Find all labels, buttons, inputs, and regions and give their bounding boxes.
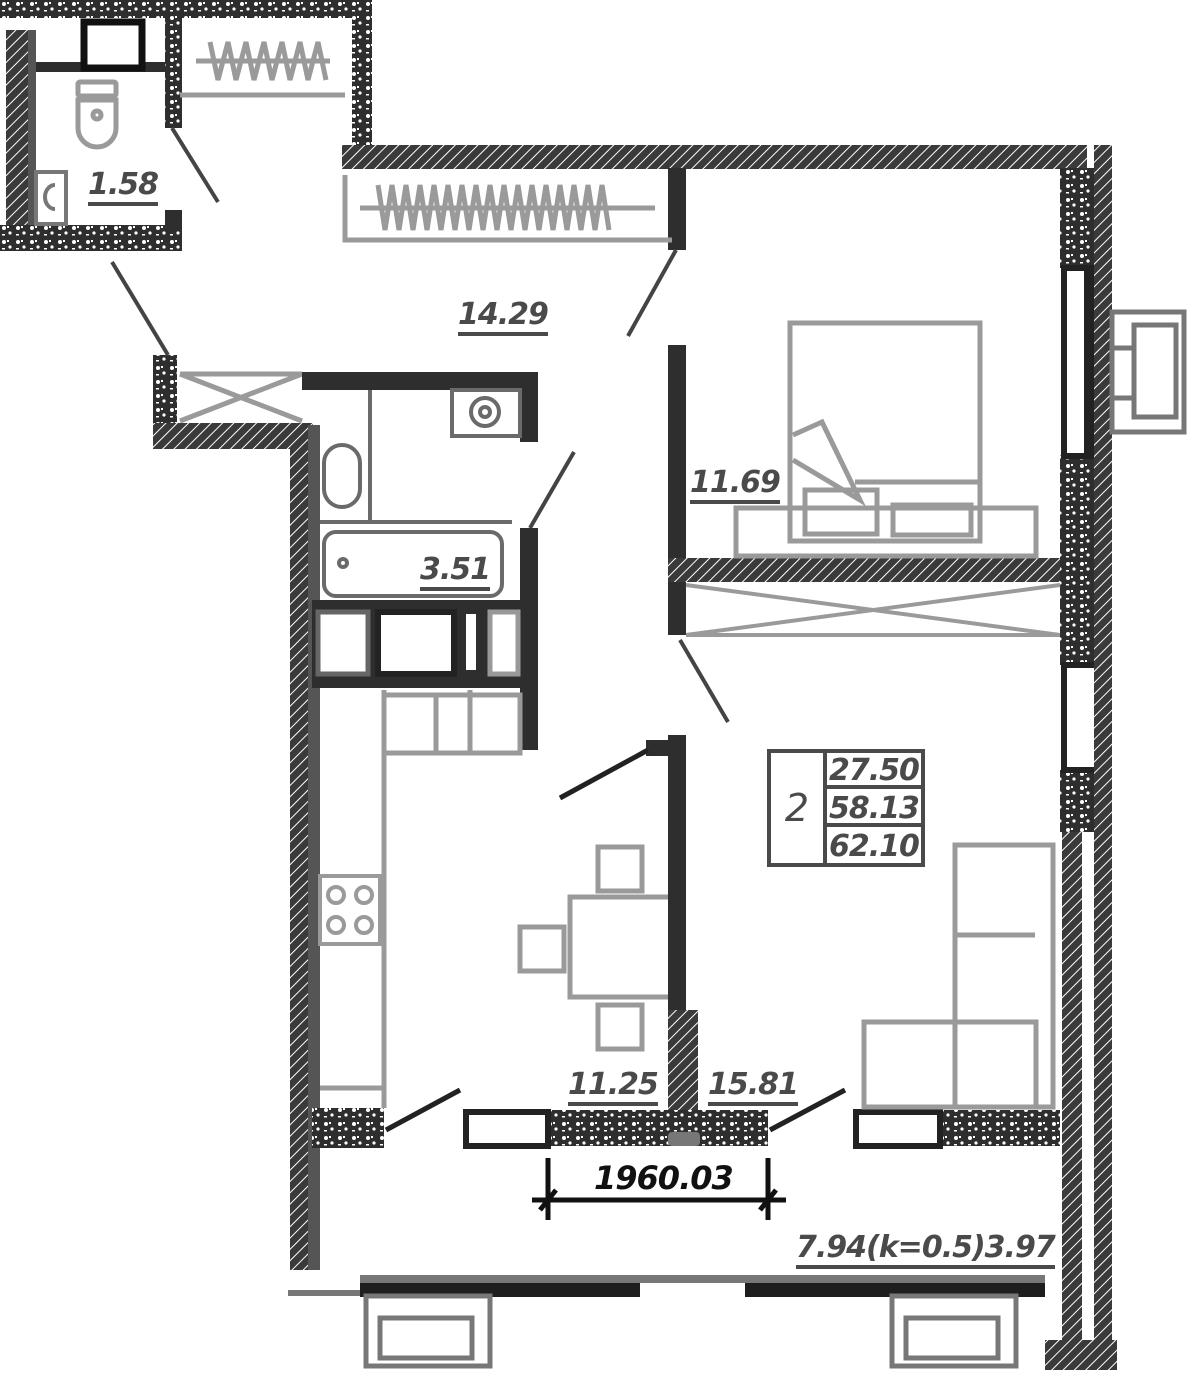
closet-hall (342, 175, 672, 243)
hall-doors (110, 249, 678, 530)
shaft-cross (179, 371, 303, 424)
bedroom-door (678, 638, 730, 724)
wc-area-label: 1.58 (88, 170, 159, 206)
boiler-fixture (34, 170, 68, 226)
hall-walls (153, 145, 1087, 449)
kitchen-doors (384, 747, 847, 1133)
wc-walls (0, 0, 372, 251)
dining-table (517, 844, 675, 1052)
loggia-sills (363, 1293, 1019, 1369)
bedroom-window-sill (1109, 309, 1187, 435)
toilet-fixture (75, 79, 119, 150)
bathroom-fixtures (320, 388, 522, 598)
total-area: 58.13 (827, 791, 925, 827)
kitchen-furniture (320, 690, 523, 1108)
area-summary-table: 2 27.50 58.13 62.10 (767, 749, 925, 867)
bedroom-area-label: 11.69 (690, 468, 781, 504)
total-area-with-loggia: 62.10 (829, 829, 920, 864)
loggia (288, 1275, 1117, 1370)
wardrobe-cross (685, 583, 1061, 637)
living-area-label: 15.81 (708, 1070, 799, 1106)
bed (733, 320, 1039, 559)
bath-vents (315, 609, 521, 677)
living-area-total: 27.50 (827, 753, 925, 789)
sofa (861, 842, 1056, 1110)
wc-door (170, 126, 220, 204)
dimension-label: 1960.03 (594, 1159, 734, 1197)
stove (318, 874, 382, 946)
loggia-area-label: 7.94(k=0.5)3.97 (796, 1233, 1056, 1269)
bathroom-area-label: 3.51 (420, 555, 491, 591)
dimension-line (532, 1158, 786, 1220)
room-count: 2 (771, 753, 827, 863)
kitchen-walls (312, 735, 768, 1149)
hall-area-label: 14.29 (458, 300, 549, 336)
closet-top (180, 41, 345, 98)
bedroom-walls (668, 145, 1112, 1370)
kitchen-area-label: 11.25 (568, 1070, 659, 1106)
living-walls (853, 832, 1082, 1352)
